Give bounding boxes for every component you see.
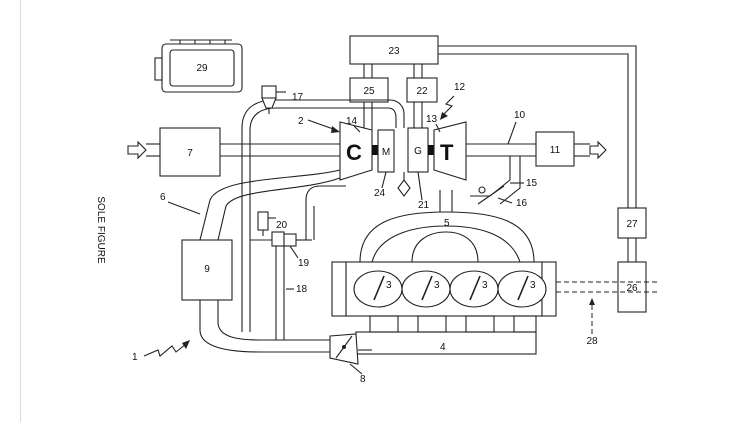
turbine-13: T bbox=[433, 121, 467, 181]
label-11: 11 bbox=[550, 145, 561, 156]
label-4: 4 bbox=[440, 342, 446, 353]
label-2: 2 bbox=[298, 116, 304, 127]
cylinder-1-label: 3 bbox=[386, 280, 392, 291]
intake-inlet bbox=[127, 140, 160, 160]
label-12: 12 bbox=[454, 82, 466, 93]
label-23: 23 bbox=[388, 46, 400, 57]
label-14: 14 bbox=[346, 116, 358, 127]
label-7: 7 bbox=[187, 148, 193, 159]
motor-letter: M bbox=[382, 147, 390, 158]
cylinder-2-label: 3 bbox=[434, 280, 440, 291]
motor-24: M bbox=[377, 129, 395, 173]
cylinder-4-label: 3 bbox=[530, 280, 536, 291]
box-25: 25 bbox=[349, 77, 389, 103]
label-17: 17 bbox=[292, 92, 304, 103]
exhaust-treatment-11: 11 bbox=[535, 131, 575, 167]
label-6: 6 bbox=[160, 192, 166, 203]
exhaust-manifold-5: 5 bbox=[359, 190, 535, 263]
label-18: 18 bbox=[296, 284, 308, 295]
label-15: 15 bbox=[526, 178, 538, 189]
label-29: 29 bbox=[196, 63, 208, 74]
label-10: 10 bbox=[514, 110, 526, 121]
cylinder-2: 3 bbox=[401, 270, 451, 308]
generator-21: G bbox=[407, 127, 434, 173]
label-19: 19 bbox=[298, 258, 310, 269]
exhaust-outlet bbox=[574, 140, 607, 160]
cylinder-1: 3 bbox=[353, 270, 403, 308]
turbine-letter: T bbox=[440, 140, 454, 165]
ecu-29: 29 bbox=[154, 39, 243, 93]
intercooler-9: 9 bbox=[181, 239, 233, 301]
label-5: 5 bbox=[444, 218, 450, 229]
sensor-17: 17 bbox=[261, 85, 304, 114]
figure-title: SOLE FIGURE bbox=[95, 196, 106, 264]
label-1: 1 bbox=[132, 352, 138, 363]
compressor-14: C bbox=[339, 121, 378, 181]
control-unit-23: 23 bbox=[349, 35, 439, 65]
label-26: 26 bbox=[626, 283, 638, 294]
box-22: 22 bbox=[406, 77, 438, 103]
cylinder-3-label: 3 bbox=[482, 280, 488, 291]
label-9: 9 bbox=[204, 264, 210, 275]
label-22: 22 bbox=[416, 86, 428, 97]
label-27: 27 bbox=[626, 219, 638, 230]
air-filter-7: 7 bbox=[159, 127, 221, 177]
label-16: 16 bbox=[516, 198, 528, 209]
box-26: 26 bbox=[617, 261, 647, 313]
sensor-20: 20 bbox=[257, 211, 288, 236]
generator-letter: G bbox=[414, 146, 422, 157]
label-25: 25 bbox=[363, 86, 375, 97]
cylinder-3: 3 bbox=[449, 270, 499, 308]
sheet-edge-line bbox=[20, 0, 21, 422]
valve-19: 19 bbox=[250, 231, 312, 269]
label-13: 13 bbox=[426, 114, 438, 125]
label-21: 21 bbox=[418, 200, 430, 211]
label-8: 8 bbox=[360, 374, 366, 385]
compressor-letter: C bbox=[346, 140, 362, 165]
cylinder-4: 3 bbox=[497, 270, 547, 308]
label-24: 24 bbox=[374, 188, 386, 199]
box-27: 27 bbox=[617, 207, 647, 239]
label-20: 20 bbox=[276, 220, 288, 231]
label-28: 28 bbox=[586, 336, 598, 347]
